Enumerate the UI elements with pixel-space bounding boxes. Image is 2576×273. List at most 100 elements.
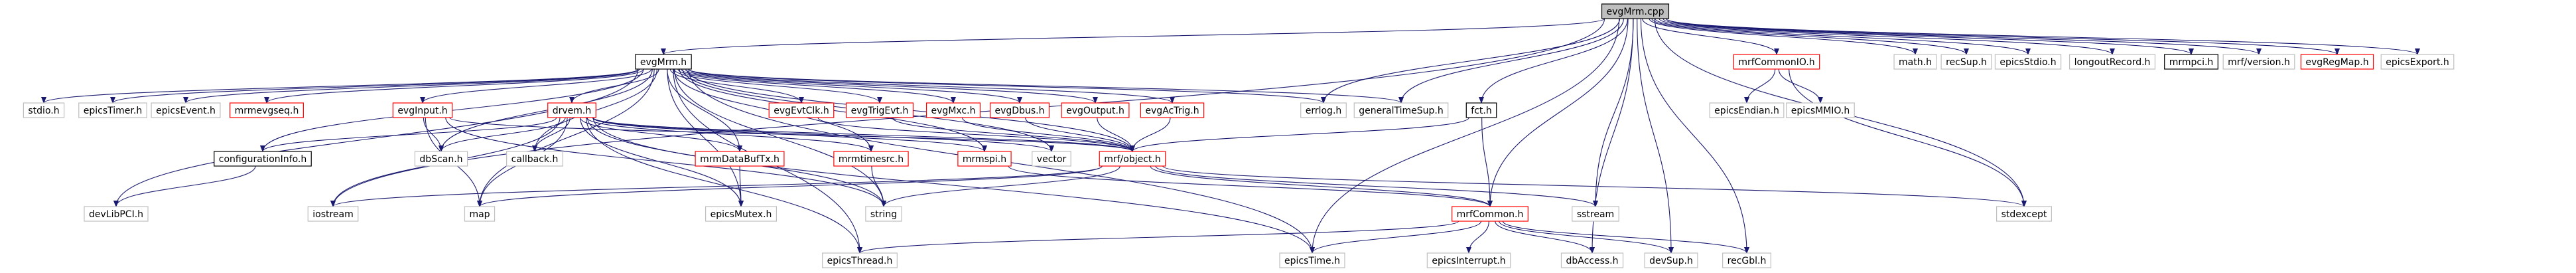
node-label: dbScan.h [419, 154, 462, 165]
node-drvem-h[interactable]: drvem.h [547, 102, 596, 118]
edge-evgmrm-h-to-dbscan-h [439, 68, 653, 152]
node-mrmtimesrc-h[interactable]: mrmtimesrc.h [833, 151, 909, 167]
edge-evgmrm-h-to-epicstimer-h [110, 68, 639, 104]
node-label: devLibPCI.h [89, 209, 143, 220]
edge-evgmrm-cpp-to-mrfcommon-h [1487, 18, 1629, 207]
edge-evgmrm-h-to-generaltimesup-h [688, 68, 1404, 104]
node-iostream: iostream [307, 206, 359, 222]
node-box [1099, 151, 1166, 167]
node-box [1644, 252, 1698, 268]
node-box [989, 102, 1050, 118]
node-devlibpci-h: devLibPCI.h [84, 206, 149, 222]
edge-evgmrm-h-to-evgactrig-h [688, 68, 1175, 104]
node-box [1601, 3, 1670, 19]
node-errlog-h: errlog.h [1300, 102, 1347, 118]
node-longoutrecord-h: longoutRecord.h [2068, 54, 2156, 70]
node-label: evgMrm.h [640, 57, 687, 68]
edge-drvem-h-to-callback-h [532, 117, 571, 152]
node-label: drvem.h [553, 106, 592, 116]
node-epicsmmio-h: epicsMMIO.h [1786, 102, 1855, 118]
edge-mrfcommon-h-to-epicstime-h [1310, 221, 1482, 254]
node-evgdbus-h[interactable]: evgDbus.h [989, 102, 1050, 118]
node-box [2300, 54, 2374, 70]
edge-evgmrm-cpp-to-math-h [1649, 18, 1918, 55]
edge-drvem-h-to-dbscan-h [439, 117, 566, 152]
node-mrmpci-h[interactable]: mrmpci.h [2164, 54, 2218, 70]
node-box [214, 151, 312, 167]
node-label: callback.h [511, 154, 559, 165]
node-fct-h[interactable]: fct.h [1465, 102, 1497, 118]
node-box [2380, 54, 2455, 70]
node-label: devSup.h [1649, 256, 1693, 266]
edge-drvem-h-to-mrmtimesrc-h [586, 117, 874, 152]
node-evgmrm-h[interactable]: evgMrm.h [635, 54, 692, 70]
node-box [846, 102, 914, 118]
node-evgevtclk-h[interactable]: evgEvtClk.h [768, 102, 835, 118]
node-label: recGbl.h [1728, 256, 1767, 266]
edge-mrfcommon-h-to-recgbl-h [1502, 221, 1749, 254]
node-mrfobject-h[interactable]: mrf/object.h [1099, 151, 1166, 167]
node-epicsendian-h: epicsEndian.h [1709, 102, 1785, 118]
node-box [833, 151, 909, 167]
node-label: mrmDataBufTx.h [700, 154, 780, 165]
node-label: evgMrm.cpp [1607, 7, 1664, 17]
node-box [84, 206, 149, 222]
edge-evgmrm-h-to-errlog-h [688, 68, 1326, 104]
node-configurationinfo-h[interactable]: configurationInfo.h [214, 151, 312, 167]
node-label: configurationInfo.h [219, 154, 306, 165]
edge-mrfcommon-h-to-epicsthread-h [857, 221, 1459, 254]
node-box [957, 151, 1012, 167]
node-box [1572, 206, 1619, 222]
node-box [2164, 54, 2218, 70]
edge-mrfobject-h-to-sstream [1155, 165, 1598, 207]
node-evgregmap-h[interactable]: evgRegMap.h [2300, 54, 2374, 70]
node-box [1465, 102, 1497, 118]
node-label: vector [1037, 154, 1067, 165]
node-evgtrigevt-h[interactable]: evgTrigEvt.h [846, 102, 914, 118]
node-box [78, 102, 147, 118]
edge-evgmrm-cpp-to-fct-h [1479, 18, 1628, 104]
edge-mrfobject-h-to-map [477, 165, 1103, 207]
node-mrfcommon-h[interactable]: mrfCommon.h [1452, 206, 1528, 222]
node-box [2068, 54, 2156, 70]
node-mrmevgseq-h[interactable]: mrmevgseq.h [230, 102, 304, 118]
node-epicsmutex-h: epicsMutex.h [705, 206, 778, 222]
edge-evgmrm-cpp-to-mrfcommonio-h [1642, 18, 1779, 55]
edge-evgactrig-h-to-mrfobject-h [1130, 117, 1171, 152]
node-box [1032, 151, 1071, 167]
edge-mrfcommon-h-to-devsup-h [1499, 221, 1674, 254]
node-mrmdatabuftx-h[interactable]: mrmDataBufTx.h [695, 151, 785, 167]
node-dbaccess-h: dbAccess.h [1560, 252, 1624, 268]
node-box [1733, 54, 1820, 70]
node-epicstimer-h: epicsTimer.h [78, 102, 147, 118]
node-box [392, 102, 453, 118]
edge-evgmrm-cpp-to-generaltimesup-h [1398, 18, 1624, 104]
edge-evgmrm-h-to-evgevtclk-h [669, 68, 804, 104]
node-evgactrig-h[interactable]: evgAcTrig.h [1140, 102, 1205, 118]
edge-evgmrm-h-to-devlibpci-h [113, 68, 639, 207]
node-box [23, 102, 65, 118]
edge-evgmrm-h-to-evgoutput-h [685, 68, 1098, 104]
edge-drvem-h-to-mrmspi-h [592, 117, 987, 152]
node-label: epicsEvent.h [156, 106, 216, 116]
node-string: string [865, 206, 902, 222]
edge-evgmrm-h-to-mrmdatabuftx-h [667, 68, 742, 152]
edge-evgmrm-h-to-mrmevgseq-h [264, 68, 644, 104]
node-evginput-h[interactable]: evgInput.h [392, 102, 453, 118]
node-box [230, 102, 304, 118]
node-label: stdexcept [2001, 209, 2047, 220]
edge-drvem-h-to-vector [592, 117, 1054, 152]
node-label: map [469, 209, 490, 220]
node-box [506, 151, 563, 167]
node-box [1279, 252, 1345, 268]
edge-mrfobject-h-to-mrfcommon-h [1150, 165, 1493, 207]
node-label: epicsInterrupt.h [1432, 256, 1505, 266]
edge-evgmrm-cpp-to-mrfversion-h [1665, 18, 2262, 55]
node-label: mrfCommon.h [1457, 209, 1524, 220]
edge-mrfcommon-h-to-dbaccess-h [1495, 221, 1595, 254]
node-mrmspi-h[interactable]: mrmspi.h [957, 151, 1012, 167]
node-mrfcommonio-h[interactable]: mrfCommonIO.h [1733, 54, 1820, 70]
node-epicsexport-h: epicsExport.h [2380, 54, 2455, 70]
node-evgmxc-h[interactable]: evgMxc.h [925, 102, 981, 118]
node-evgoutput-h[interactable]: evgOutput.h [1061, 102, 1130, 118]
